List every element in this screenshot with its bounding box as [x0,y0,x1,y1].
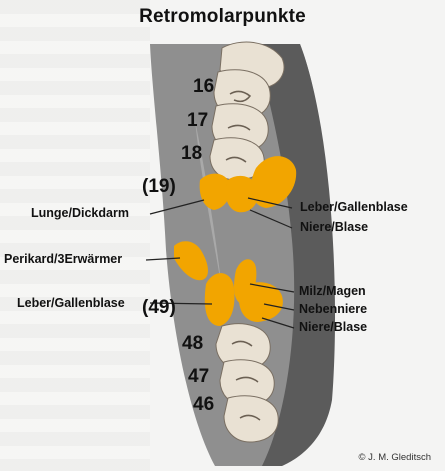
leader-perikard [145,257,181,261]
point-leber-gallenblase-lower [204,273,235,326]
tooth-number-48: 48 [182,333,204,354]
tooth-number-47: 47 [188,366,210,387]
tooth-number-17: 17 [187,110,209,131]
leader-niere-lower [261,317,295,329]
label-perikard: Perikard/3Erwärmer [4,252,123,266]
tooth-number-18: 18 [181,143,203,164]
label-niere-blase-lower: Niere/Blase [299,320,368,334]
tooth-number-49: (49) [142,297,176,318]
upper-teeth [209,41,285,181]
label-leber-gallenblase-upper: Leber/Gallenblase [300,200,408,214]
tooth-number-16: 16 [193,76,215,97]
leader-lunge [149,199,205,215]
label-leber-gallenblase-lower: Leber/Gallenblase [17,296,125,310]
point-leber-gallenblase-upper [225,175,259,213]
tooth-number-19: (19) [142,176,176,197]
page-title: Retromolarpunkte [139,6,306,27]
tooth-number-46: 46 [193,394,215,415]
point-nebenniere-niere [238,282,283,322]
copyright-notice: © J. M. Gleditsch [358,452,431,463]
leader-niere-upper [249,209,293,229]
leader-nebenniere [263,303,295,311]
point-lunge-dickdarm [199,173,231,210]
upper-retromolar-points [199,156,297,213]
lower-retromolar-points [174,241,283,326]
leader-leber-lower [149,302,213,305]
label-lunge-dickdarm: Lunge/Dickdarm [31,206,129,220]
mouth-shadow [255,44,336,466]
leader-lines [145,197,295,329]
point-perikard [174,241,208,281]
label-milz-magen: Milz/Magen [299,284,366,298]
tooth-46 [223,395,279,443]
leader-milz [249,283,295,293]
tooth-48 [215,323,271,371]
tooth-47 [219,359,275,407]
point-niere-blase-upper [251,156,297,208]
label-niere-blase-upper: Niere/Blase [300,220,369,234]
leader-leber-upper [247,197,293,209]
background-text-texture [0,0,150,471]
lower-teeth [215,323,279,443]
label-nebenniere: Nebenniere [299,302,368,316]
